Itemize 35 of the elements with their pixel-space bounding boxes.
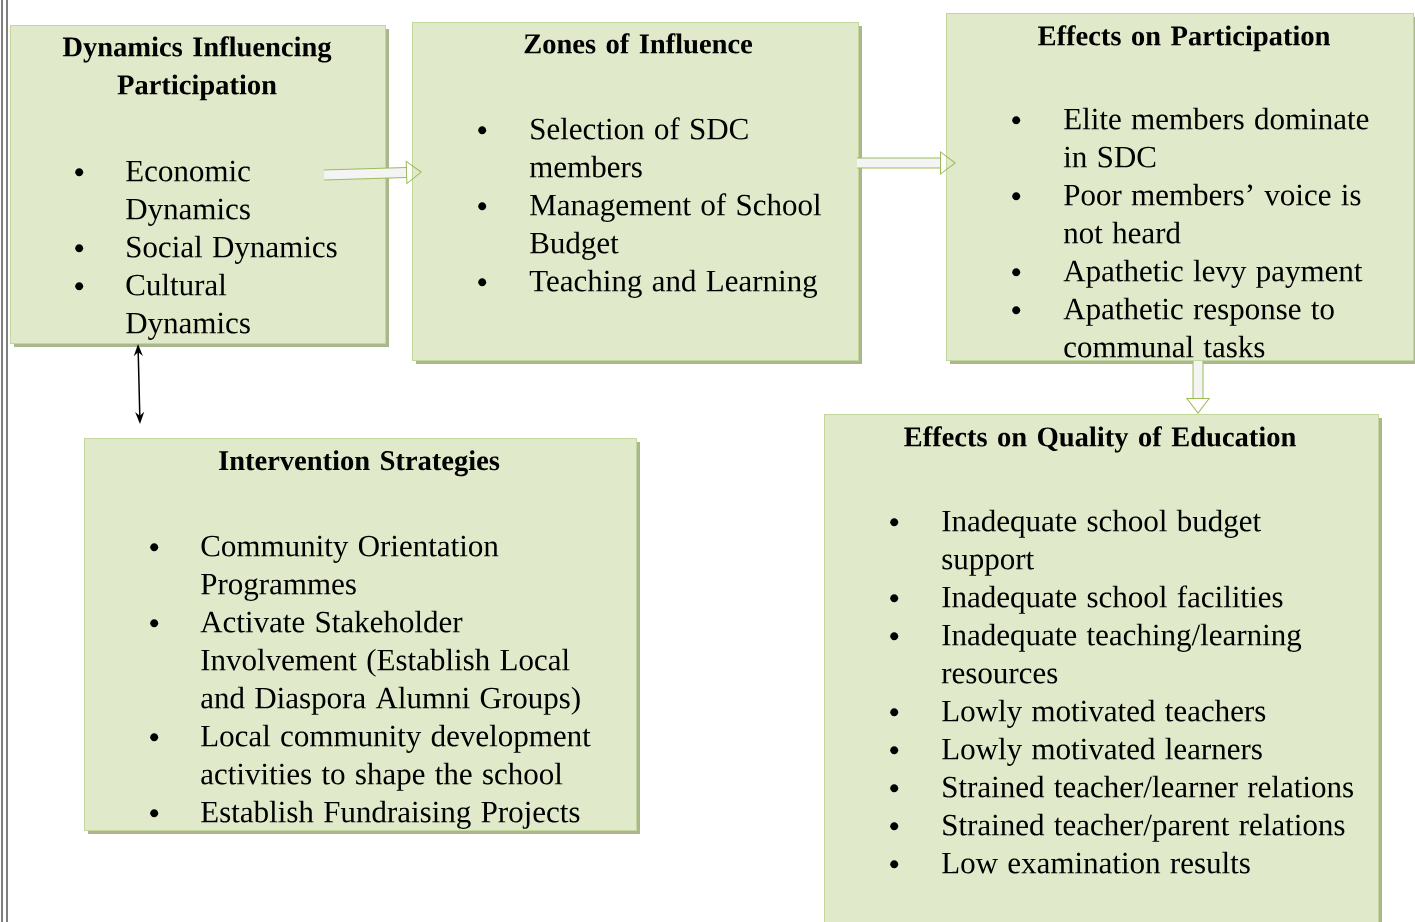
bullet-item: Apathetic levy payment (1063, 259, 1363, 288)
bullet-item: Economic Dynamics (126, 160, 250, 226)
bullet-item: Inadequate school facilities (942, 585, 1283, 614)
arrow (1186, 361, 1210, 414)
bullet-item: Poor members’ voice is not heard (1063, 183, 1361, 244)
bullet-item: Low examination results (942, 851, 1250, 874)
arrow (857, 151, 956, 175)
bullet-item: Selection of SDC members (529, 117, 748, 178)
box-heading: Dynamics Influencing Participation (62, 36, 332, 101)
bullet-item: Elite members dominate in SDC (1063, 107, 1369, 168)
box-heading: Zones of Influence (524, 33, 753, 54)
text-box (84, 438, 640, 834)
bullet-item: Inadequate school budget support (942, 509, 1261, 576)
box-heading: Effects on Quality of Education (904, 426, 1296, 453)
bullet-item: Local community development activities to shape the school (201, 724, 591, 791)
bullet-item: Community Orientation Programmes (201, 535, 499, 601)
bullet-item: Lowly motivated learners (942, 737, 1262, 766)
arrow (323, 160, 422, 185)
text-box (412, 22, 862, 364)
bullet-item: Lowly motivated teachers (942, 699, 1266, 728)
bullet-item: Inadequate teaching/learning resources (941, 623, 1302, 684)
bullet-item: Cultural Dynamics (126, 273, 250, 340)
bullet-item: Activate Stakeholder Involvement (Establish Local and Diaspora Alumni Groups) (200, 610, 580, 715)
bullet-item: Teaching and Learning (529, 269, 818, 298)
text-box (10, 25, 389, 347)
box-heading: Intervention Strategies (219, 450, 500, 477)
bullet-item: Establish Fundraising Projects (201, 800, 580, 829)
box-heading: Effects on Participation (1038, 25, 1330, 52)
text-box (946, 13, 1415, 364)
bullet-item: Strained teacher/parent relations (943, 813, 1345, 842)
bullet-item: Social Dynamics (127, 235, 337, 264)
text-box (824, 414, 1382, 922)
bullet-item: Apathetic response to communal tasks (1063, 297, 1334, 358)
bullet-item: Management of School Budget (530, 193, 821, 260)
bullet-item: Strained teacher/learner relations (943, 775, 1353, 798)
